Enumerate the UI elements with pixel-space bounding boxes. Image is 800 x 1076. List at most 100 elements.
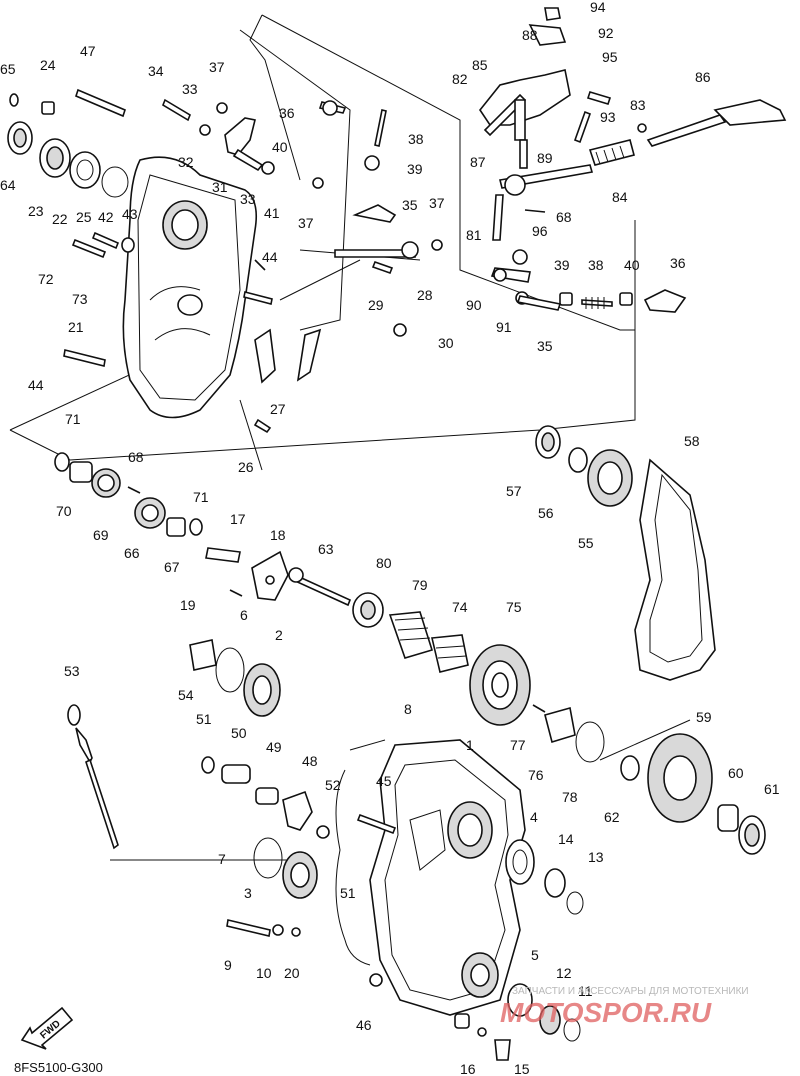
callout-40b: 40 (272, 139, 288, 155)
callout-18: 18 (270, 527, 286, 543)
chain-case-cover (122, 156, 258, 419)
callout-74: 74 (452, 599, 468, 615)
callout-21: 21 (68, 319, 84, 335)
callout-71b: 71 (193, 489, 209, 505)
callout-33a: 33 (182, 81, 198, 97)
callout-63: 63 (318, 541, 334, 557)
callout-60: 60 (728, 765, 744, 781)
callout-26: 26 (238, 459, 254, 475)
callout-95: 95 (602, 49, 618, 65)
callout-33b: 33 (240, 191, 256, 207)
callout-35a: 35 (537, 338, 553, 354)
callout-38a: 38 (588, 257, 604, 273)
callout-3: 3 (244, 885, 252, 901)
callout-42: 42 (98, 209, 114, 225)
callout-83: 83 (630, 97, 646, 113)
callout-96: 96 (532, 223, 548, 239)
callout-53: 53 (64, 663, 80, 679)
callout-73: 73 (72, 291, 88, 307)
callout-16: 16 (460, 1061, 476, 1076)
callout-57: 57 (506, 483, 522, 499)
callout-44b: 44 (28, 377, 44, 393)
callout-79: 79 (412, 577, 428, 593)
callout-41: 41 (264, 205, 280, 221)
fwd-arrow-icon (20, 1006, 74, 1050)
callout-80: 80 (376, 555, 392, 571)
callout-29: 29 (368, 297, 384, 313)
callout-87: 87 (470, 154, 486, 170)
watermark-site: MOTOSPOR.RU (500, 997, 712, 1028)
callout-17: 17 (230, 511, 246, 527)
callout-78: 78 (562, 789, 578, 805)
callout-36a: 36 (670, 255, 686, 271)
callout-5: 5 (531, 947, 539, 963)
callout-68b: 68 (128, 449, 144, 465)
callout-20: 20 (284, 965, 300, 981)
upper-shift-linkage (199, 100, 443, 434)
callout-89: 89 (537, 150, 553, 166)
drive-sprocket-group (535, 425, 716, 681)
callout-28: 28 (417, 287, 433, 303)
callout-11: 11 (578, 983, 593, 999)
callout-6: 6 (240, 607, 248, 623)
callout-76: 76 (528, 767, 544, 783)
callout-70: 70 (56, 503, 72, 519)
upper-left-seals (7, 93, 135, 253)
callout-92: 92 (598, 25, 614, 41)
callout-1: 1 (466, 737, 474, 753)
callout-10: 10 (256, 965, 272, 981)
callout-30: 30 (438, 335, 454, 351)
callout-49: 49 (266, 739, 282, 755)
callout-51a: 51 (196, 711, 212, 727)
main-case (335, 739, 584, 1061)
callout-68a: 68 (556, 209, 572, 225)
callout-71a: 71 (65, 411, 81, 427)
callout-59: 59 (696, 709, 712, 725)
callout-47: 47 (80, 43, 96, 59)
callout-58: 58 (684, 433, 700, 449)
callout-12: 12 (556, 965, 572, 981)
callout-31: 31 (212, 179, 228, 195)
callout-45: 45 (376, 773, 392, 789)
callout-52: 52 (325, 777, 341, 793)
callout-32: 32 (178, 154, 194, 170)
middle-gear-train (54, 452, 352, 607)
callout-86: 86 (695, 69, 711, 85)
callout-84: 84 (612, 189, 628, 205)
left-bearing-group (189, 639, 330, 839)
callout-94: 94 (590, 0, 606, 15)
dipstick (67, 704, 119, 850)
callout-51b: 51 (340, 885, 356, 901)
callout-64: 64 (0, 177, 16, 193)
diagram-code: 8FS5100-G300 (14, 1060, 103, 1075)
callout-46: 46 (356, 1017, 372, 1033)
callout-9: 9 (224, 957, 232, 973)
callout-40a: 40 (624, 257, 640, 273)
callout-35b: 35 (402, 197, 418, 213)
callout-39b: 39 (407, 161, 423, 177)
callout-34: 34 (148, 63, 164, 79)
callout-93: 93 (600, 109, 616, 125)
callout-38b: 38 (408, 131, 424, 147)
callout-13: 13 (588, 849, 604, 865)
callout-56: 56 (538, 505, 554, 521)
callout-25: 25 (76, 209, 92, 225)
callout-77: 77 (510, 737, 526, 753)
callout-62: 62 (604, 809, 620, 825)
callout-22: 22 (52, 211, 68, 227)
callout-72: 72 (38, 271, 54, 287)
callout-14: 14 (558, 831, 574, 847)
upper-left-bolts (63, 88, 273, 367)
callout-labels: 94 92 88 85 95 82 86 83 93 87 89 84 81 6… (0, 0, 780, 1076)
callout-43: 43 (122, 206, 138, 222)
callout-88: 88 (522, 27, 538, 43)
callout-19: 19 (180, 597, 196, 613)
callout-39a: 39 (554, 257, 570, 273)
callout-48: 48 (302, 753, 318, 769)
callout-44a: 44 (262, 249, 278, 265)
callout-36b: 36 (279, 105, 295, 121)
callout-15: 15 (514, 1061, 530, 1076)
watermark-tagline: ЗАПЧАСТИ И АКСЕССУАРЫ ДЛЯ МОТОТЕХНИКИ (512, 986, 749, 997)
callout-69: 69 (93, 527, 109, 543)
